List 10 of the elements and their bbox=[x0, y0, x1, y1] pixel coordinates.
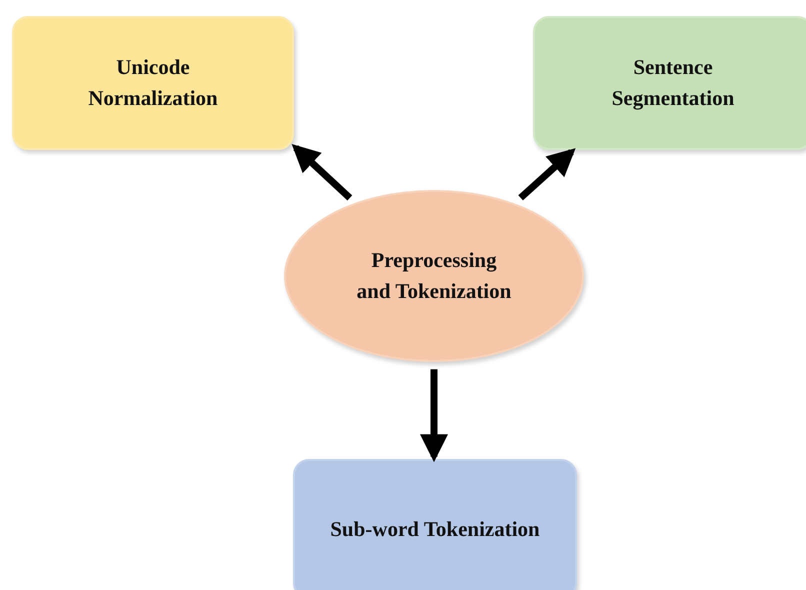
process-box bbox=[533, 16, 806, 150]
arrow bbox=[420, 369, 448, 462]
process-box bbox=[293, 459, 577, 590]
node-label: Preprocessing and Tokenization bbox=[356, 247, 512, 305]
arrow bbox=[518, 148, 576, 200]
arrow bbox=[292, 144, 352, 200]
node-label: Sub-word Tokenization bbox=[330, 516, 540, 542]
node-label: Unicode Normalization bbox=[87, 54, 219, 112]
process-box bbox=[12, 16, 294, 150]
node-label: Sentence Segmentation bbox=[610, 54, 736, 112]
